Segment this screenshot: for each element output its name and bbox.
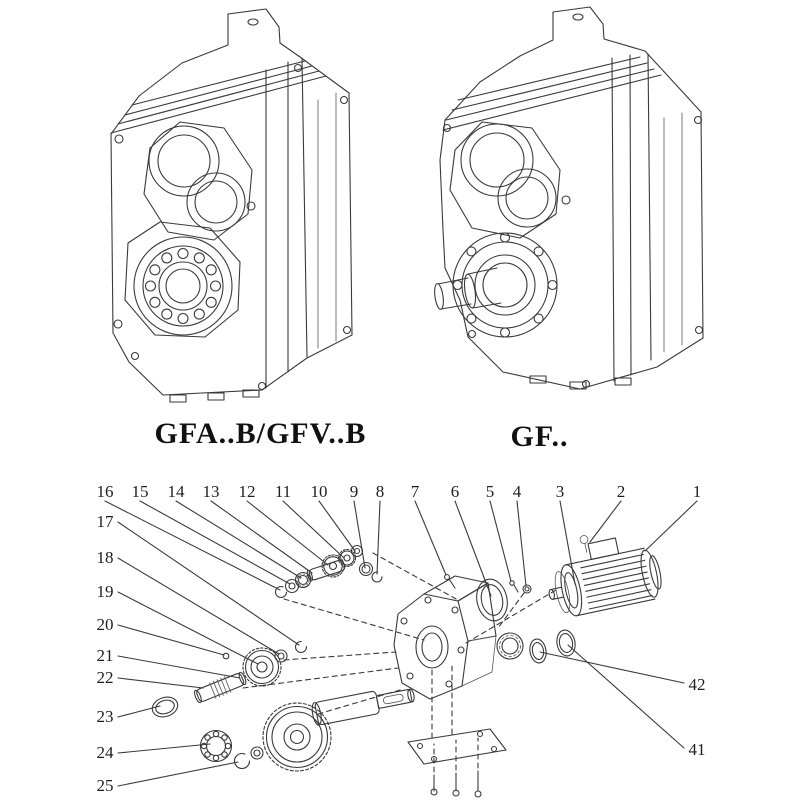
output-flange bbox=[452, 232, 558, 338]
assembly-axes bbox=[242, 552, 557, 773]
washer-10 bbox=[350, 544, 364, 558]
callout-15: 15 bbox=[131, 482, 149, 501]
plate-screws bbox=[430, 770, 482, 798]
leader-lines bbox=[104, 500, 698, 787]
callout-20: 20 bbox=[96, 615, 114, 634]
washer bbox=[250, 746, 264, 760]
cooling-ribs bbox=[442, 56, 662, 131]
mounting-feet bbox=[529, 375, 632, 390]
intermediate-gear-assembly bbox=[151, 640, 308, 718]
cooling-ribs bbox=[110, 60, 327, 134]
callout-16: 16 bbox=[96, 482, 114, 501]
callout-41: 41 bbox=[688, 740, 706, 759]
callout-18: 18 bbox=[96, 548, 114, 567]
gear-12 bbox=[321, 554, 345, 578]
motor bbox=[548, 535, 662, 617]
mounting-feet bbox=[169, 389, 260, 403]
callout-6: 6 bbox=[450, 482, 460, 501]
snap-ring-17 bbox=[294, 640, 308, 654]
callout-24: 24 bbox=[96, 743, 114, 762]
motor-fins bbox=[580, 553, 653, 610]
big-gear bbox=[262, 702, 332, 772]
callout-14: 14 bbox=[167, 482, 185, 501]
callout-2: 2 bbox=[616, 482, 626, 501]
callout-9: 9 bbox=[349, 482, 359, 501]
housing-creases bbox=[265, 57, 337, 389]
callout-7: 7 bbox=[410, 482, 420, 501]
gear-19 bbox=[242, 647, 282, 687]
gear-11 bbox=[337, 548, 357, 568]
cap-hole bbox=[247, 18, 259, 26]
pinion-shaft-21-22 bbox=[194, 671, 247, 704]
washer-15 bbox=[284, 578, 300, 594]
cover-plate bbox=[407, 728, 507, 798]
plate-holes bbox=[416, 730, 498, 763]
callout-4: 4 bbox=[512, 482, 522, 501]
output-shaft bbox=[434, 267, 502, 310]
bearing-24 bbox=[199, 729, 233, 763]
exploded-view bbox=[104, 500, 698, 798]
callout-25: 25 bbox=[96, 776, 114, 795]
housing-silhouette bbox=[439, 6, 704, 390]
flange-bolt-holes bbox=[452, 232, 558, 338]
eye-bolt bbox=[579, 535, 589, 544]
ring-23 bbox=[151, 696, 179, 718]
bearing-rollers bbox=[144, 247, 222, 325]
pinion-assembly bbox=[274, 544, 383, 599]
model-label-gf: GF.. bbox=[510, 420, 569, 453]
callout-17: 17 bbox=[96, 512, 114, 531]
callout-23: 23 bbox=[96, 707, 114, 726]
gearbox-iso-gfab bbox=[110, 8, 353, 403]
fasteners bbox=[443, 573, 532, 594]
callout-1: 1 bbox=[692, 482, 702, 501]
pin-20 bbox=[222, 652, 230, 660]
snap-ring-16 bbox=[274, 585, 288, 599]
callout-3: 3 bbox=[555, 482, 565, 501]
ring-42 bbox=[529, 638, 547, 664]
input-bores bbox=[449, 121, 561, 239]
callout-12: 12 bbox=[238, 482, 256, 501]
bearing-14 bbox=[294, 571, 312, 589]
gasket-6 bbox=[476, 578, 508, 622]
output-shaft bbox=[311, 688, 415, 726]
housing-creases bbox=[611, 53, 683, 382]
housing-bolts bbox=[113, 63, 352, 391]
housing-silhouette bbox=[110, 8, 353, 396]
callout-22: 22 bbox=[96, 668, 114, 687]
housing-bolts bbox=[442, 115, 704, 389]
snap-ring-25 bbox=[233, 752, 251, 770]
callout-8: 8 bbox=[375, 482, 385, 501]
gear-housing bbox=[393, 575, 497, 700]
motor-side-bearing bbox=[496, 632, 524, 660]
output-bearing bbox=[124, 221, 241, 338]
ring-41 bbox=[556, 629, 576, 657]
callout-13: 13 bbox=[202, 482, 220, 501]
model-label-gfab: GFA..B/GFV..B bbox=[154, 417, 367, 450]
bearing-9 bbox=[358, 561, 374, 577]
callout-5: 5 bbox=[485, 482, 495, 501]
input-bores bbox=[143, 121, 253, 241]
motor-shaft bbox=[548, 586, 565, 600]
callout-10: 10 bbox=[310, 482, 328, 501]
cap-hole bbox=[572, 13, 584, 21]
callout-19: 19 bbox=[96, 582, 114, 601]
callout-11: 11 bbox=[274, 482, 292, 501]
housing-bolt-holes bbox=[400, 596, 465, 688]
callout-21: 21 bbox=[96, 646, 114, 665]
callout-42: 42 bbox=[688, 675, 706, 694]
output-assembly bbox=[199, 688, 415, 772]
gearbox-iso-gf bbox=[434, 6, 704, 390]
